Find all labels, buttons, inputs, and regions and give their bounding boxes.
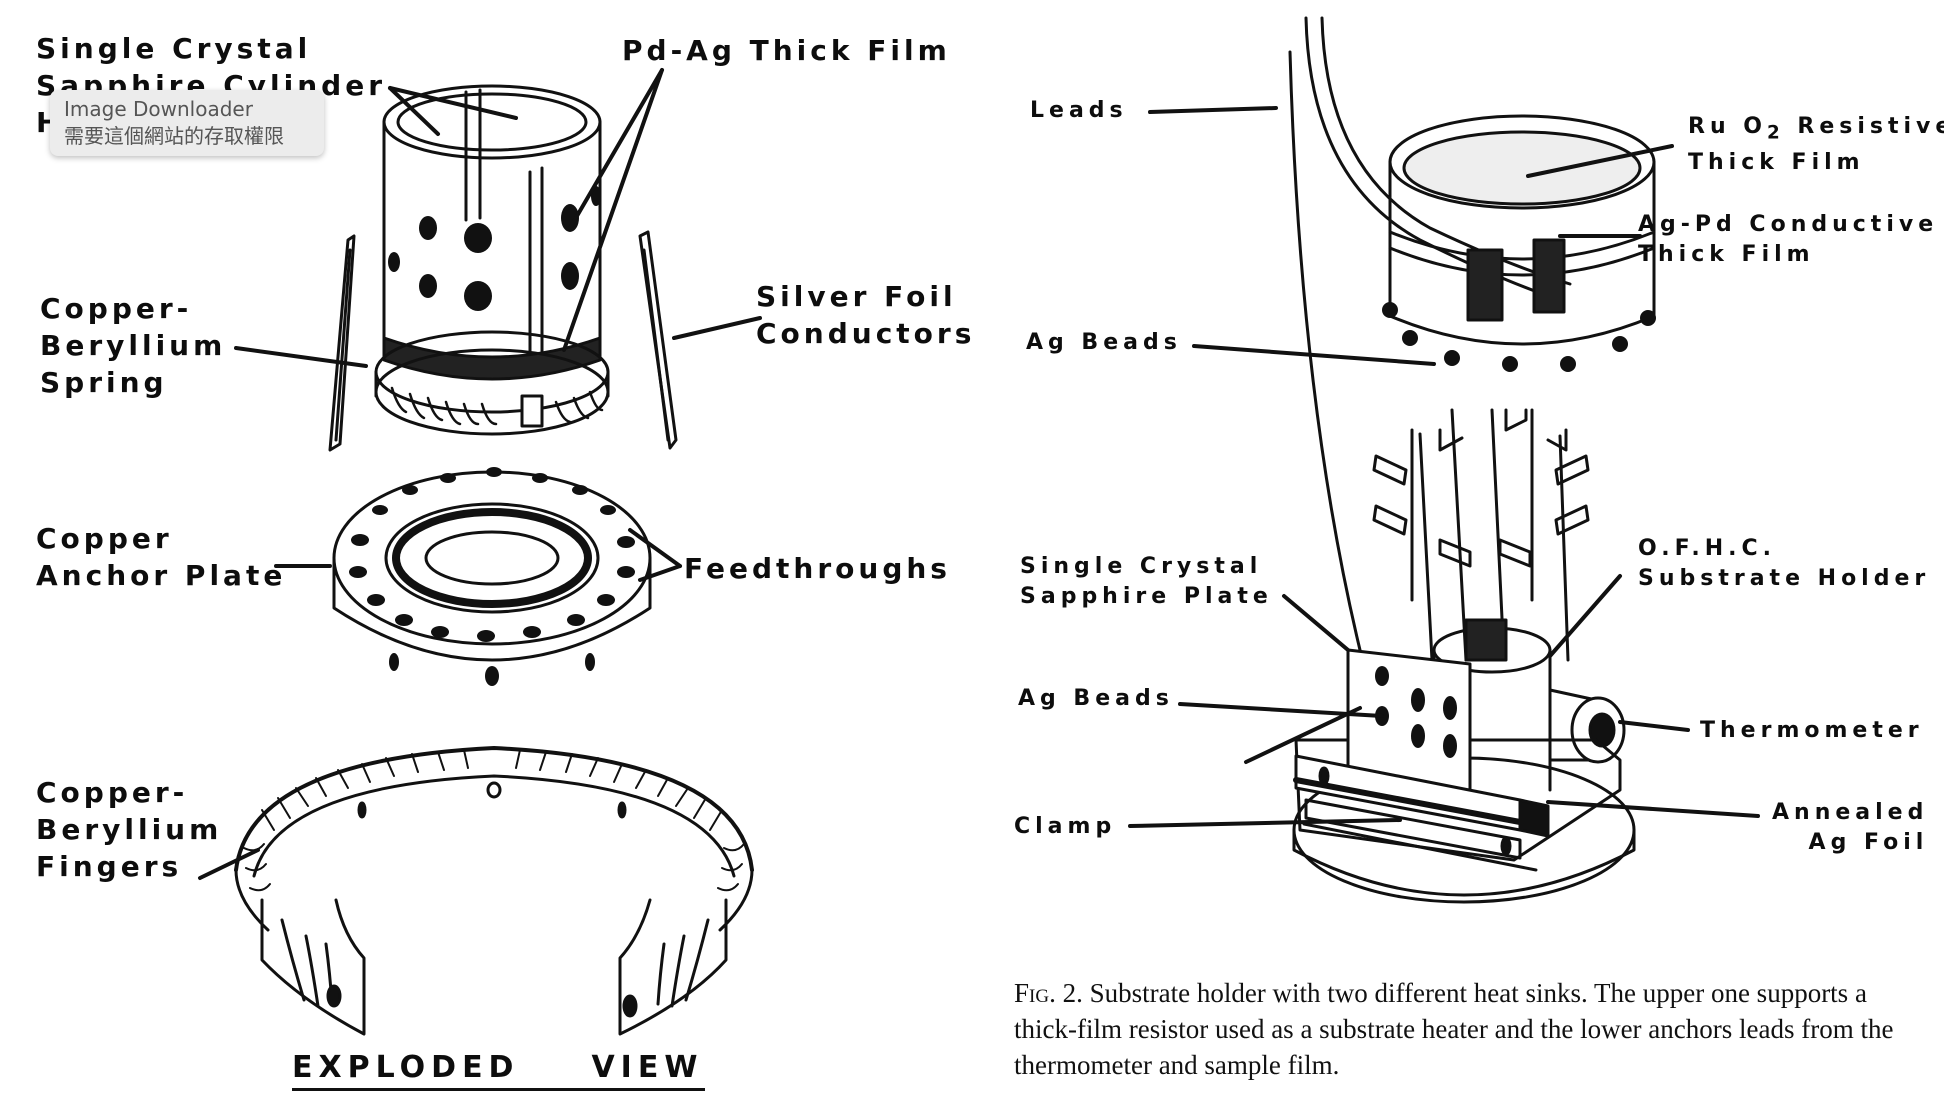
silver-foil-right <box>638 230 678 450</box>
label-line: Fingers <box>36 850 183 883</box>
label-line: O.F.H.C. <box>1638 536 1777 561</box>
label-line: Beryllium <box>36 813 223 846</box>
label-line: Conductors <box>756 317 976 350</box>
label-line: Spring <box>40 366 168 399</box>
cu-be-fingers-ring <box>234 746 754 1036</box>
cu-be-spring <box>374 330 610 436</box>
label-pd-ag-thick-film: Pd-Ag Thick Film <box>622 34 951 67</box>
title-right: VIEW <box>591 1050 704 1085</box>
leads-wires <box>1288 16 1572 652</box>
label-line: Anchor Plate <box>36 559 287 592</box>
label-ag-pd-conductive-thick-film: Ag-Pd Conductive Thick Film <box>1638 210 1938 270</box>
label-thermometer: Thermometer <box>1700 718 1924 743</box>
label-clamp: Clamp <box>1014 814 1117 839</box>
ruo2-subscript: 2 <box>1766 122 1785 144</box>
label-line: Annealed <box>1772 800 1929 825</box>
label-line: Copper- <box>36 776 189 809</box>
label-line: Thick Film <box>1688 150 1865 176</box>
ruo2-cylinder <box>1382 114 1656 372</box>
ruo2-text: Ru O <box>1688 114 1767 139</box>
caption-text: Substrate holder with two different heat… <box>1014 978 1894 1080</box>
tooltip-message: 需要這個網站的存取權限 <box>64 124 284 148</box>
resistive-text: Resistive <box>1797 114 1944 139</box>
label-line: Single Crystal <box>36 32 312 65</box>
label-leads: Leads <box>1030 98 1128 123</box>
image-downloader-tooltip: Image Downloader 需要這個網站的存取權限 <box>50 90 324 156</box>
figure-caption: Fig. 2. Substrate holder with two differ… <box>1014 975 1934 1083</box>
sapphire-cylinder <box>382 84 602 381</box>
label-cu-be-fingers: Copper- Beryllium Fingers <box>36 774 222 885</box>
title-left: EXPLODED <box>292 1050 520 1085</box>
label-feedthroughs: Feedthroughs <box>684 552 951 585</box>
label-ag-beads-top: Ag Beads <box>1026 330 1182 355</box>
label-ofhc-substrate-holder: O.F.H.C. Substrate Holder <box>1638 534 1930 594</box>
caption-fig-label: Fig. 2. <box>1014 978 1083 1008</box>
label-cu-be-spring: Copper- Beryllium Spring <box>40 290 226 401</box>
label-annealed-ag-foil: Annealed Ag Foil <box>1772 798 1928 858</box>
label-line: Substrate Holder <box>1638 566 1931 591</box>
clamp <box>1293 754 1550 872</box>
sapphire-plate <box>1346 648 1472 794</box>
label-line: Copper <box>36 522 173 555</box>
label-line: Copper- <box>40 292 193 325</box>
right-leaders <box>1128 106 1760 828</box>
exploded-view-title: EXPLODED VIEW <box>292 1050 706 1091</box>
label-line: Beryllium <box>40 329 227 362</box>
label-copper-anchor-plate: Copper Anchor Plate <box>36 520 286 594</box>
label-silver-foil-conductors: Silver Foil Conductors <box>756 278 975 352</box>
label-line: Thick Film <box>1638 242 1815 267</box>
left-leaders <box>198 68 762 880</box>
label-ruo2-resistive-thick-film: Ru O2 Resistive Thick Film <box>1688 112 1944 178</box>
label-single-crystal-sapphire-plate: Single Crystal Sapphire Plate <box>1020 552 1273 612</box>
label-line: Sapphire Plate <box>1020 584 1273 609</box>
tooltip-title: Image Downloader <box>64 97 253 121</box>
label-line: Ru O2 Resistive <box>1688 112 1944 148</box>
label-line: Silver Foil <box>756 280 957 313</box>
label-ag-beads-bottom: Ag Beads <box>1018 686 1174 711</box>
silver-foil-left <box>328 234 356 452</box>
ofhc-substrate-holder <box>1292 408 1636 904</box>
label-line: Ag-Pd Conductive <box>1638 212 1939 237</box>
copper-anchor-plate <box>332 467 652 686</box>
label-line: Ag Foil <box>1808 830 1929 855</box>
label-line: Single Crystal <box>1020 554 1263 579</box>
